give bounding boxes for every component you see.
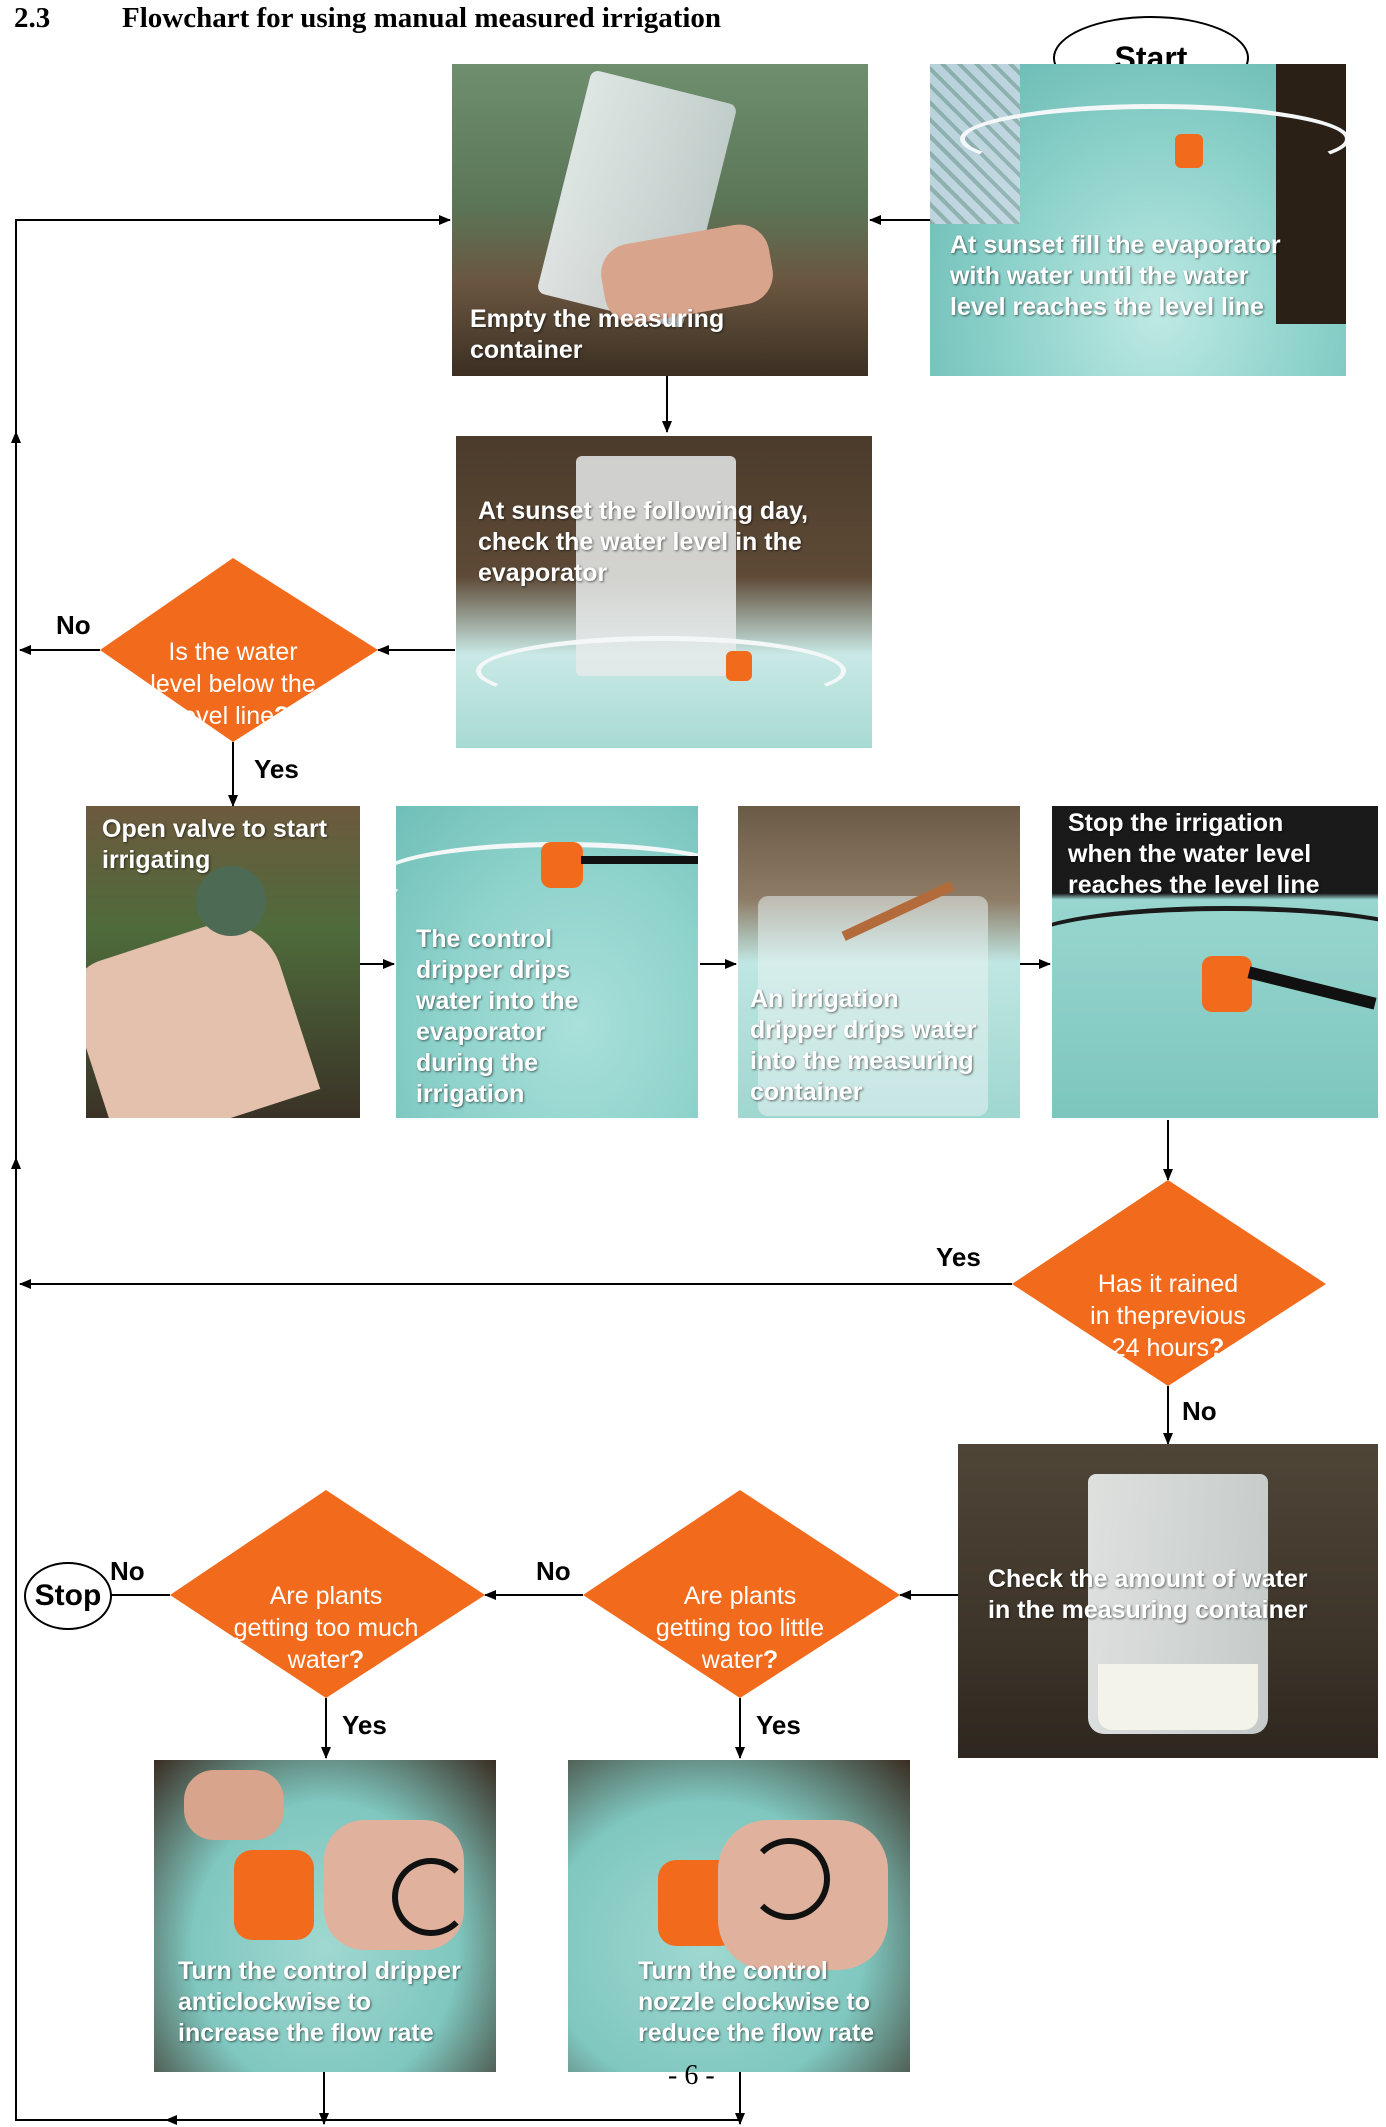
photo-check-level: At sunset the following day, check the w…: [456, 436, 872, 748]
control-dripper-text: The control dripper drips water into the…: [416, 925, 579, 1108]
irrigation-dripper-text: An irrigation dripper drips water into t…: [750, 985, 977, 1106]
photo-stop-irrigation: Stop the irrigation when the water level…: [1052, 806, 1378, 1118]
photo-open-valve: Open valve to start irrigating: [86, 806, 360, 1118]
decision-diamond-much: [170, 1490, 485, 1698]
photo-irrigation-dripper: An irrigation dripper drips water into t…: [738, 806, 1020, 1118]
photo-empty-container: Empty the measuring container: [452, 64, 868, 376]
section-number: 2.3: [14, 2, 51, 34]
label-little-yes: Yes: [756, 1710, 801, 1740]
stop-irrigation-text: Stop the irrigation when the water level…: [1068, 809, 1320, 899]
label-little-no: No: [536, 1556, 571, 1586]
check-amount-text: Check the amount of water in the measuri…: [988, 1565, 1308, 1624]
photo-control-dripper: The control dripper drips water into the…: [396, 806, 698, 1118]
label-rained-yes: Yes: [936, 1242, 981, 1272]
label-much-yes: Yes: [342, 1710, 387, 1740]
decision-too-little-text: Are plants getting too little water?: [655, 1582, 825, 1674]
label-below-no: No: [56, 610, 91, 640]
empty-container-text: Empty the measuring container: [470, 305, 725, 364]
label-much-no: No: [110, 1556, 145, 1586]
section-title: Flowchart for using manual measured irri…: [122, 2, 722, 34]
stop-label: Stop: [34, 1579, 102, 1612]
photo-fill-evaporator: At sunset fill the evaporator with water…: [930, 64, 1346, 376]
decision-diamond-below: [100, 558, 378, 742]
section-heading: 2.3 Flowchart for using manual measured i…: [14, 2, 721, 35]
fill-evaporator-text: At sunset fill the evaporator with water…: [950, 231, 1281, 321]
label-rained-no: No: [1182, 1396, 1217, 1426]
label-below-yes: Yes: [254, 754, 299, 784]
check-level-text: At sunset the following day, check the w…: [478, 497, 809, 587]
photo-check-amount: Check the amount of water in the measuri…: [958, 1444, 1378, 1758]
photo-turn-anticlockwise: Turn the control dripper anticlockwise t…: [154, 1760, 496, 2072]
photo-turn-clockwise: Turn the control nozzle clockwise to red…: [568, 1760, 910, 2072]
page-number: - 6 -: [668, 2060, 715, 2091]
decision-diamond-rained: [1012, 1180, 1326, 1386]
stop-terminal: Stop: [24, 1562, 112, 1630]
decision-below-line-text: Is the water level below the level line?: [150, 638, 316, 730]
decision-rained-text: Has it rained in theprevious 24 hours?: [1090, 1270, 1246, 1362]
decision-too-much-text: Are plants getting too much water?: [233, 1582, 419, 1674]
turn-clockwise-text: Turn the control nozzle clockwise to red…: [638, 1957, 875, 2047]
decision-diamond-little: [583, 1490, 900, 1698]
turn-anticlockwise-text: Turn the control dripper anticlockwise t…: [178, 1957, 461, 2047]
open-valve-text: Open valve to start irrigating: [102, 815, 328, 874]
